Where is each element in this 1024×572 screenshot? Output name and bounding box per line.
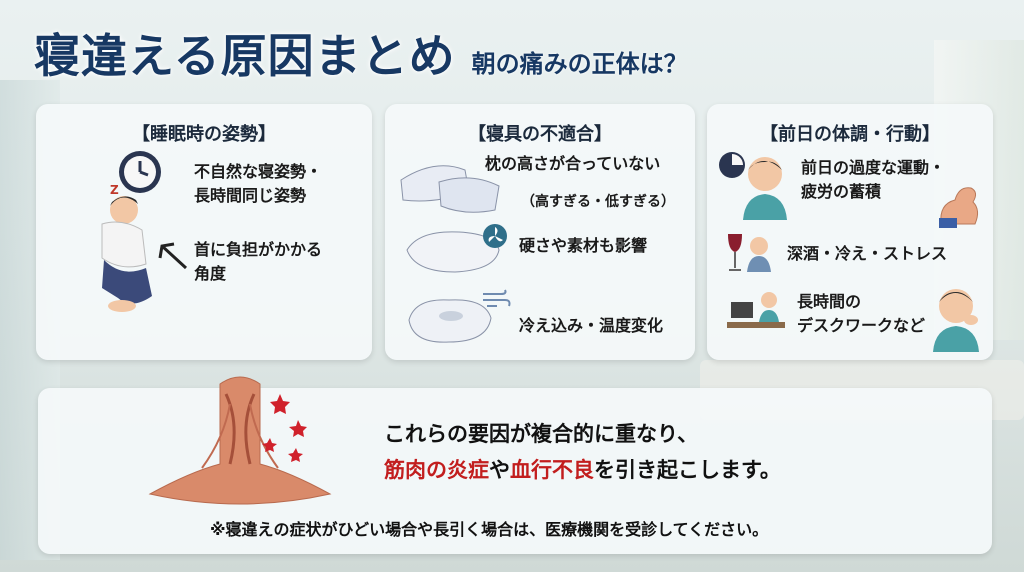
pillow-icon bbox=[400, 165, 500, 213]
page-title: 寝違える原因まとめ bbox=[34, 29, 456, 83]
pillow-icon bbox=[406, 231, 500, 273]
sleeping-person-icon: Z bbox=[101, 183, 152, 312]
posture-text-4: 角度 bbox=[194, 264, 227, 283]
posture-text-1: 不自然な寝姿勢・ bbox=[194, 162, 323, 181]
muscle-inflammation-text: 筋肉の炎症 bbox=[384, 458, 489, 482]
muscle-arm-icon bbox=[939, 187, 979, 228]
wind-icon bbox=[483, 289, 511, 307]
summary-line-2: 筋肉の炎症や血行不良を引き起こします。 bbox=[384, 454, 781, 484]
title-bar: 寝違える原因まとめ 朝の痛みの正体は？ bbox=[34, 20, 688, 86]
medical-note: ※寝違えの症状がひどい場合や長引く場合は、医療機関を受診してください。 bbox=[210, 520, 769, 539]
condition-text-1: 前日の過度な運動・ bbox=[801, 158, 946, 177]
card-sleep-posture: 【睡眠時の姿勢】 Z 不自然な寝姿勢・ 長時間同じ姿勢 首に負担がかかる 角度 bbox=[36, 104, 372, 360]
card-bedding: 【寝具の不適合】 枕の高さが合っていない （高すぎる・低すぎる） 硬さや素材も影… bbox=[385, 104, 695, 360]
condition-text-4: 長時間の bbox=[797, 292, 862, 311]
page-subtitle: 朝の痛みの正体は？ bbox=[471, 50, 688, 78]
fan-icon bbox=[483, 224, 507, 248]
card-heading: 【寝具の不適合】 bbox=[468, 124, 612, 145]
bedding-text-2: （高すぎる・低すぎる） bbox=[521, 194, 675, 210]
wine-glass-icon bbox=[728, 234, 742, 271]
condition-text-5: デスクワークなど bbox=[797, 316, 926, 335]
bedding-text-4: 冷え込み・温度変化 bbox=[519, 316, 664, 335]
clock-icon bbox=[719, 152, 745, 178]
bedding-text-3: 硬さや素材も影響 bbox=[519, 236, 648, 255]
summary-ending: を引き起こします。 bbox=[594, 458, 781, 482]
card-heading: 【前日の体調・行動】 bbox=[760, 124, 940, 145]
bedding-text-1: 枕の高さが合っていない bbox=[485, 154, 661, 173]
card-heading: 【睡眠時の姿勢】 bbox=[132, 124, 276, 145]
summary-connector: や bbox=[489, 458, 510, 482]
poor-circulation-text: 血行不良 bbox=[510, 458, 594, 482]
desk-worker-icon bbox=[727, 292, 785, 328]
tired-person-icon bbox=[743, 157, 787, 220]
svg-text:Z: Z bbox=[110, 183, 119, 197]
condition-text-3: 深酒・冷え・ストレス bbox=[787, 244, 948, 263]
neck-muscles-illustration bbox=[148, 376, 332, 505]
pillow-icon bbox=[408, 299, 492, 343]
clock-icon bbox=[119, 151, 161, 193]
posture-text-2: 長時間同じ姿勢 bbox=[194, 186, 307, 205]
posture-text-3: 首に負担がかかる bbox=[194, 240, 323, 259]
card-previous-day: 【前日の体調・行動】 前日の過度な運動・ 疲労の蓄積 深酒・冷え・ストレス 長時… bbox=[707, 104, 993, 360]
tired-person-icon bbox=[747, 237, 771, 272]
condition-text-2: 疲労の蓄積 bbox=[801, 182, 882, 201]
arrow-icon bbox=[158, 242, 188, 270]
card-summary: これらの要因が複合的に重なり、 筋肉の炎症や血行不良を引き起こします。 ※寝違え… bbox=[38, 376, 992, 554]
summary-line-1: これらの要因が複合的に重なり、 bbox=[384, 422, 699, 446]
neck-pain-person-icon bbox=[933, 289, 979, 352]
